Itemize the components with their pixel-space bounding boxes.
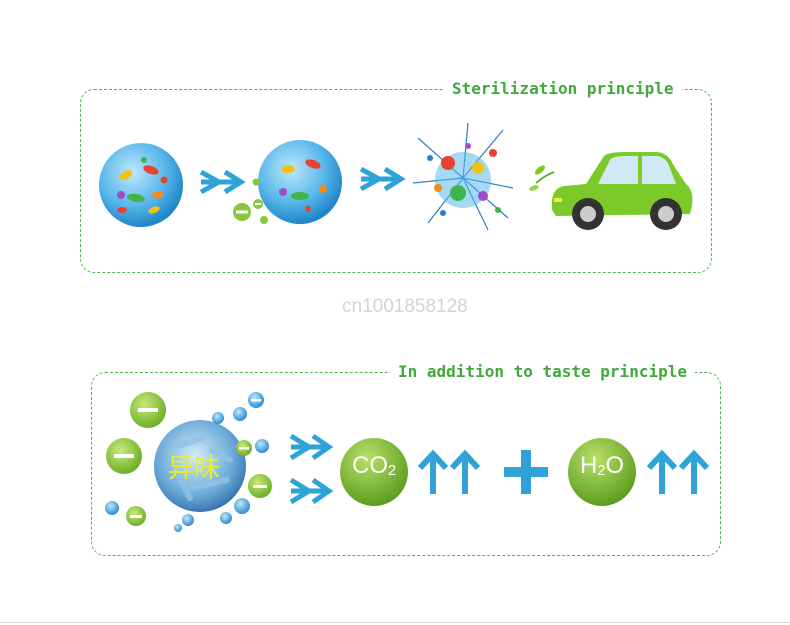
- plus-icon: [504, 450, 548, 494]
- bacteria-sphere-attacked-icon: [233, 140, 342, 224]
- right-arrow-icon: [289, 477, 334, 505]
- co2-main-text: CO: [351, 452, 388, 479]
- bottom-divider: [0, 622, 790, 623]
- sterilization-title: Sterilization principle: [444, 79, 682, 98]
- h2o-bubble-icon: [568, 438, 636, 506]
- green-car-icon: [529, 152, 693, 230]
- sterilization-panel: [80, 89, 712, 273]
- co2-label: CO2: [338, 452, 410, 480]
- right-arrow-icon: [289, 433, 334, 461]
- co2-bubble-icon: [340, 438, 408, 506]
- right-arrow-icon: [199, 169, 246, 195]
- double-up-arrow-icon: [417, 449, 481, 494]
- h2o-main-text: H: [579, 452, 598, 479]
- right-arrow-icon: [359, 166, 406, 192]
- h2o-tail-text: O: [605, 452, 625, 479]
- co2-sub-text: 2: [387, 463, 396, 480]
- odor-label: 异味: [168, 454, 221, 484]
- h2o-label: H2O: [566, 452, 638, 480]
- h2o-sub-text: 2: [597, 463, 606, 480]
- bacteria-explosion-icon: [412, 122, 514, 231]
- odor-molecule-icon: [105, 392, 272, 532]
- watermark-text: cn1001858128: [342, 296, 468, 317]
- deodorize-title: In addition to taste principle: [390, 362, 695, 381]
- double-up-arrow-icon: [646, 449, 710, 494]
- bacteria-sphere-icon: [99, 143, 183, 227]
